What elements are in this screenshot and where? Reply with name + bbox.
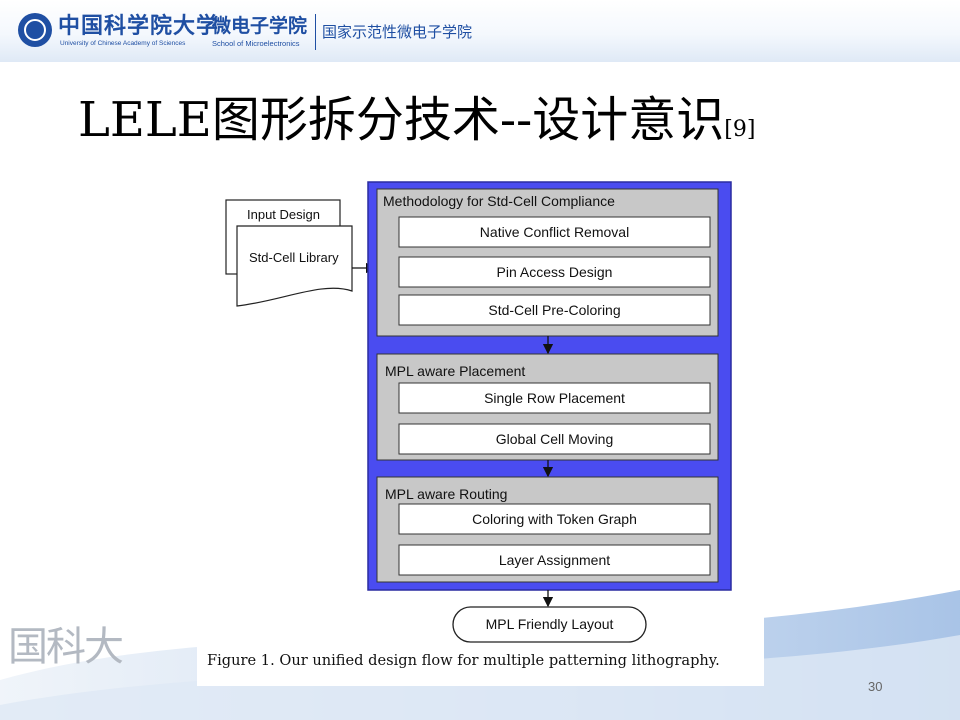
- step-layer-assignment: Layer Assignment: [498, 552, 611, 568]
- input-design-label: Input Design: [247, 207, 320, 222]
- step-pin-access-design: Pin Access Design: [496, 264, 613, 280]
- output-label: MPL Friendly Layout: [485, 616, 614, 632]
- university-name-en: University of Chinese Academy of Science…: [60, 40, 186, 47]
- step-box: [398, 382, 711, 414]
- group-title-mpl-routing: MPL aware Routing: [385, 486, 508, 502]
- figure-caption: Figure 1. Our unified design flow for mu…: [207, 652, 720, 669]
- step-box: [398, 423, 711, 455]
- step-box: [398, 216, 711, 248]
- step-box: [398, 294, 711, 326]
- group-title-mpl-placement: MPL aware Placement: [385, 363, 526, 379]
- step-global-cell-moving: Global Cell Moving: [495, 431, 614, 447]
- flow-diagram-shapes: [225, 181, 732, 643]
- school-name: 微电子学院: [212, 16, 308, 37]
- school-name-en: School of Microelectronics: [212, 39, 300, 48]
- header-divider: [315, 14, 316, 50]
- footer-logo: 国科大: [8, 624, 124, 670]
- slide-title: LELE图形拆分技术--设计意识[9]: [78, 80, 755, 150]
- demo-school-name: 国家示范性微电子学院: [322, 24, 473, 41]
- design-flow-figure: Input Design Std-Cell Library Methodolog…: [197, 178, 764, 686]
- output-ellipse: [452, 606, 647, 643]
- ucas-seal-icon: [18, 13, 52, 47]
- university-name: 中国科学院大学: [58, 13, 220, 39]
- step-single-row-placement: Single Row Placement: [484, 390, 625, 406]
- step-coloring-token-graph: Coloring with Token Graph: [472, 511, 637, 527]
- step-box: [398, 544, 711, 576]
- step-native-conflict-removal: Native Conflict Removal: [479, 224, 630, 240]
- step-box: [398, 503, 711, 535]
- page-number: 30: [868, 679, 883, 694]
- slide-header: 中国科学院大学 University of Chinese Academy of…: [0, 0, 960, 62]
- reference-mark: [9]: [724, 117, 756, 142]
- std-cell-library-document: [236, 225, 353, 307]
- group-title-std-cell-compliance: Methodology for Std-Cell Compliance: [383, 193, 615, 209]
- step-std-cell-pre-coloring: Std-Cell Pre-Coloring: [488, 302, 621, 318]
- slide-title-text: LELE图形拆分技术--设计意识: [78, 92, 725, 148]
- std-cell-library-label: Std-Cell Library: [249, 250, 339, 265]
- step-box: [398, 256, 711, 288]
